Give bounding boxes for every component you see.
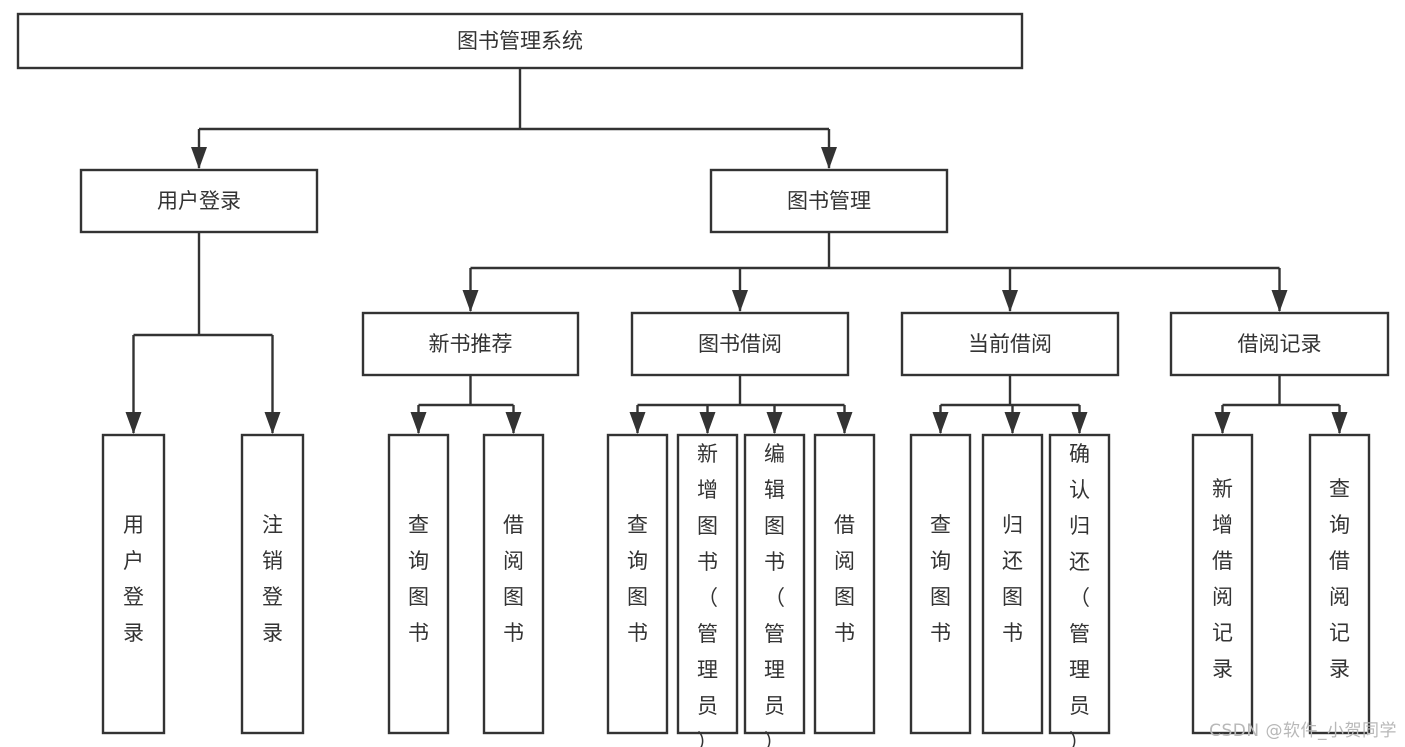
node-box[interactable] — [606, 433, 669, 735]
node-label: 编辑图书（管理员） — [764, 442, 785, 747]
node-box[interactable] — [900, 311, 1120, 377]
leaf-node-4[interactable]: 查询图书 — [606, 433, 669, 735]
node-box[interactable] — [79, 168, 319, 234]
arrow-head-icon — [1004, 412, 1021, 434]
arrow-head-icon — [932, 412, 949, 434]
arrow-head-icon — [732, 290, 748, 312]
node-label: 借阅图书 — [503, 513, 524, 645]
node-label: 借阅图书 — [834, 513, 855, 645]
node-label: 归还图书 — [1002, 513, 1023, 645]
connector-layer — [125, 68, 1348, 434]
node-layer: 图书管理系统用户登录图书管理新书推荐图书借阅当前借阅借阅记录用户登录注销登录查询… — [16, 12, 1390, 747]
node-label: 图书管理 — [787, 189, 871, 213]
node-label: 查询图书 — [930, 513, 951, 645]
node-label: 图书管理系统 — [457, 29, 583, 53]
node-box[interactable] — [909, 433, 972, 735]
node-label: 用户登录 — [123, 513, 144, 645]
node-box[interactable] — [482, 433, 545, 735]
arrow-head-icon — [766, 412, 783, 434]
node-box[interactable] — [1169, 311, 1390, 377]
arrow-head-icon — [462, 290, 479, 312]
node-level3-1[interactable]: 图书借阅 — [630, 311, 850, 377]
node-label: 确认归还（管理员） — [1069, 442, 1090, 747]
arrow-head-icon — [1271, 290, 1288, 312]
node-box[interactable] — [813, 433, 876, 735]
node-label: 新增借阅记录 — [1212, 477, 1233, 681]
leaf-node-11[interactable]: 新增借阅记录 — [1191, 433, 1254, 735]
node-box[interactable] — [16, 12, 1024, 70]
arrow-head-icon — [629, 412, 646, 434]
node-box[interactable] — [1191, 433, 1254, 735]
leaf-node-2[interactable]: 查询图书 — [387, 433, 450, 735]
node-box[interactable] — [676, 433, 739, 735]
node-level3-2[interactable]: 当前借阅 — [900, 311, 1120, 377]
node-root-0[interactable]: 图书管理系统 — [16, 12, 1024, 70]
arrow-head-icon — [1214, 412, 1231, 434]
node-level2-0[interactable]: 用户登录 — [79, 168, 319, 234]
leaf-node-12[interactable]: 查询借阅记录 — [1308, 433, 1371, 735]
node-label: 用户登录 — [157, 189, 241, 213]
arrow-head-icon — [1071, 412, 1088, 434]
arrow-head-icon — [410, 412, 427, 434]
node-box[interactable] — [240, 433, 305, 735]
arrow-head-icon — [505, 412, 522, 434]
leaf-node-7[interactable]: 借阅图书 — [813, 433, 876, 735]
leaf-node-3[interactable]: 借阅图书 — [482, 433, 545, 735]
node-level3-0[interactable]: 新书推荐 — [361, 311, 580, 377]
leaf-node-5[interactable]: 新增图书（管理员） — [676, 433, 739, 747]
csdn-watermark: CSDN @软件_小贺同学 — [1209, 721, 1397, 741]
leaf-node-10[interactable]: 确认归还（管理员） — [1048, 433, 1111, 747]
node-box[interactable] — [743, 433, 806, 735]
leaf-node-6[interactable]: 编辑图书（管理员） — [743, 433, 806, 747]
node-label: 新书推荐 — [429, 332, 513, 356]
node-label: 查询图书 — [408, 513, 429, 645]
leaf-node-1[interactable]: 注销登录 — [240, 433, 305, 735]
node-label: 当前借阅 — [968, 332, 1052, 356]
node-level3-3[interactable]: 借阅记录 — [1169, 311, 1390, 377]
arrow-head-icon — [836, 412, 853, 434]
arrow-head-icon — [191, 147, 207, 169]
node-box[interactable] — [101, 433, 166, 735]
arrow-head-icon — [821, 147, 837, 169]
node-box[interactable] — [361, 311, 580, 377]
leaf-node-8[interactable]: 查询图书 — [909, 433, 972, 735]
node-box[interactable] — [1048, 433, 1111, 735]
node-label: 新增图书（管理员） — [697, 442, 718, 747]
node-label: 借阅记录 — [1238, 332, 1322, 356]
arrow-head-icon — [1002, 290, 1018, 312]
node-box[interactable] — [630, 311, 850, 377]
node-label: 查询图书 — [627, 513, 648, 645]
arrow-head-icon — [1331, 412, 1348, 434]
arrow-head-icon — [125, 412, 142, 434]
node-label: 图书借阅 — [698, 332, 782, 356]
node-box[interactable] — [981, 433, 1044, 735]
node-box[interactable] — [709, 168, 949, 234]
node-box[interactable] — [387, 433, 450, 735]
arrow-head-icon — [699, 412, 716, 434]
node-level2-1[interactable]: 图书管理 — [709, 168, 949, 234]
leaf-node-9[interactable]: 归还图书 — [981, 433, 1044, 735]
node-label: 查询借阅记录 — [1329, 477, 1350, 681]
node-label: 注销登录 — [262, 513, 283, 645]
leaf-node-0[interactable]: 用户登录 — [101, 433, 166, 735]
node-box[interactable] — [1308, 433, 1371, 735]
arrow-head-icon — [264, 412, 281, 434]
